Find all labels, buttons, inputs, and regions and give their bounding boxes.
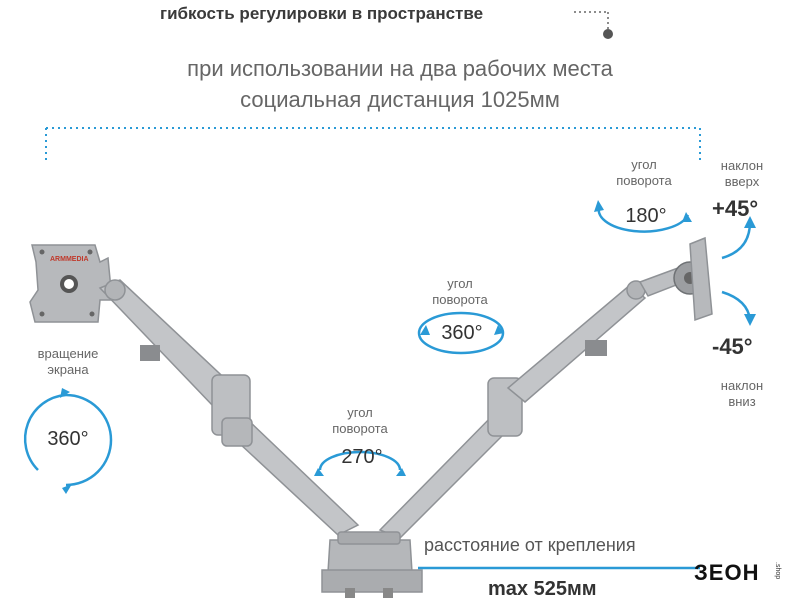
right-label-line-2: поворота [616,173,672,188]
tilt-down-label-1: наклон [720,378,764,393]
middle-rotation-value: 360° [441,322,483,344]
base-rotation-value: 270° [341,446,383,468]
arrow-heads [60,200,756,494]
tilt-up-label-2: вверх [724,174,760,189]
rotation-arrows [23,204,752,570]
brand-logo: ЗЕОН [694,560,760,585]
subtitle-line-2: социальная дистанция 1025мм [240,87,560,112]
rotation-label-line-1: вращение [37,346,99,361]
brand-suffix: .shop [774,562,781,580]
tilt-up-value: +45° [712,196,759,221]
rotation-value-left: 360° [47,428,89,450]
right-lower-arm [378,377,523,539]
left-lower-arm [221,417,360,536]
left-upper-arm [98,279,251,436]
middle-label-line-1: угол [447,276,473,291]
right-upper-arm [506,267,685,403]
right-rotation-value: 180° [625,205,667,227]
base-label-line-1: угол [347,405,373,420]
desk-clamp-base [321,531,423,598]
distance-value: max 525мм [488,578,597,600]
page-title: гибкость регулировки в пространстве [160,4,484,23]
right-vesa-head [673,236,713,322]
base-label-line-2: поворота [332,421,388,436]
armmedia-logo: ARMMEDIA [50,256,89,263]
subtitle-line-1: при использовании на два рабочих места [187,56,613,81]
left-vesa-plate [29,244,113,323]
tilt-down-label-2: вниз [728,394,756,409]
right-label-line-1: угол [631,157,657,172]
tilt-down-value: -45° [712,334,753,359]
header-connector [574,11,613,39]
rotation-label-line-2: экрана [47,362,89,377]
distance-label: расстояние от крепления [424,535,636,555]
distance-bracket [45,127,701,162]
tilt-up-label-1: наклон [720,158,764,173]
middle-label-line-2: поворота [432,292,488,307]
